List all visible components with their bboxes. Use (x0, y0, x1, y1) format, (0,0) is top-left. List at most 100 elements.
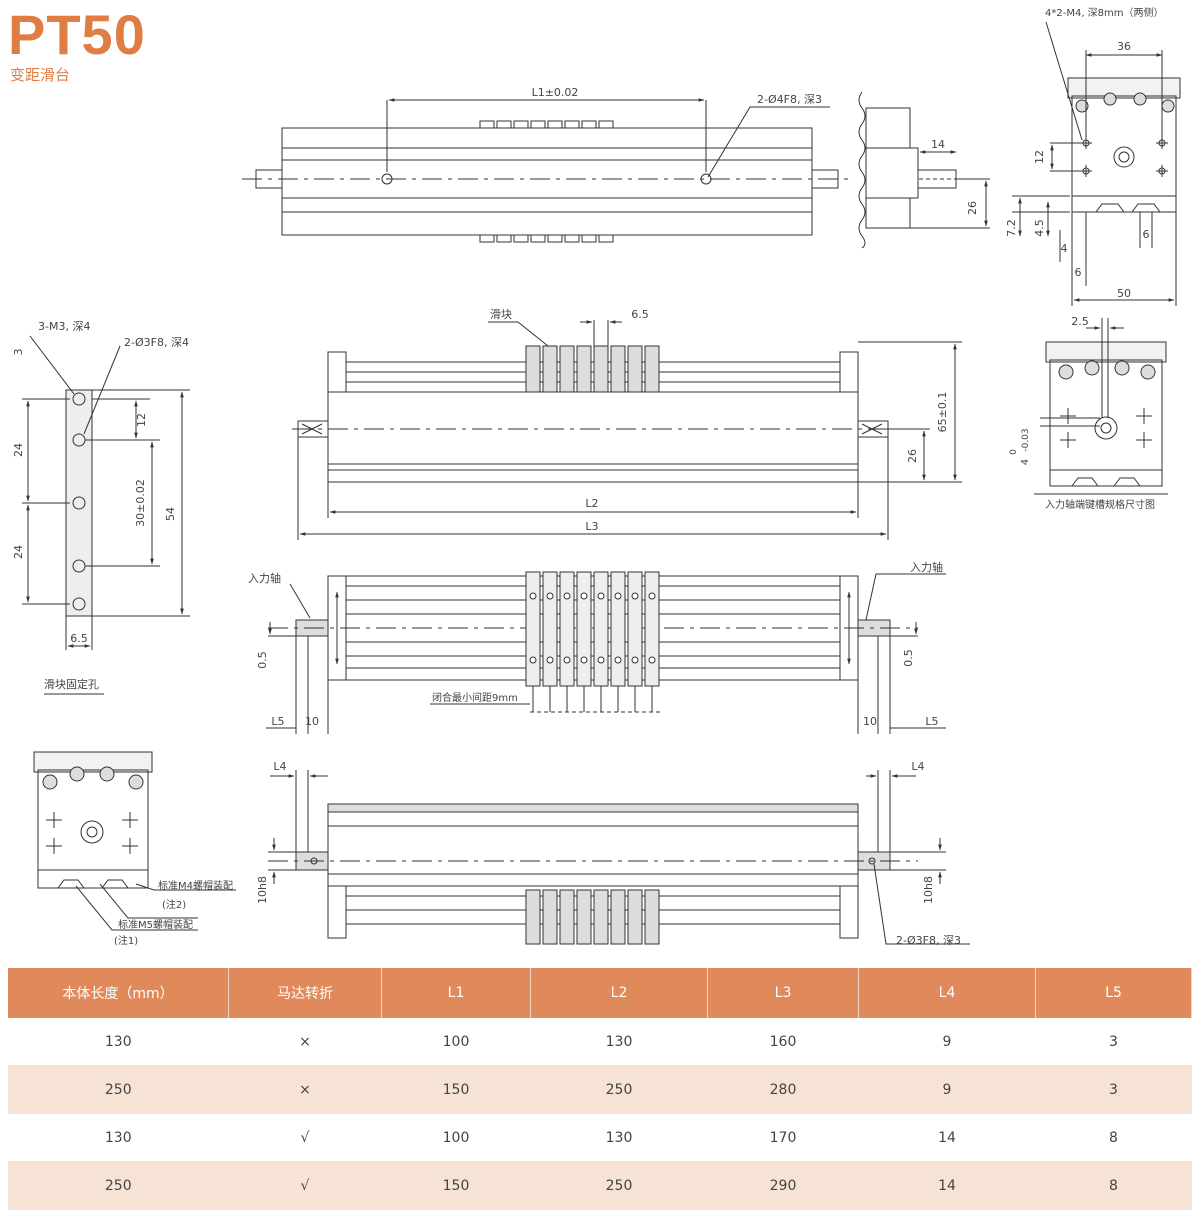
end-view-top-right (1012, 21, 1181, 306)
l4-left-text: L4 (273, 760, 286, 773)
h8-left-text: 10h8 (256, 876, 269, 904)
col-header-l3: L3 (707, 968, 859, 1018)
dim-14-text: 14 (931, 138, 945, 151)
front-view (292, 320, 962, 540)
col-header-l1: L1 (381, 968, 531, 1018)
l5-left-text: L5 (271, 715, 284, 728)
table-cell: 160 (707, 1018, 859, 1066)
end-view-bottom-left (33, 751, 236, 931)
keyway-end-view (1034, 318, 1168, 495)
table-cell: × (228, 1065, 382, 1114)
table-cell: 3 (1035, 1018, 1192, 1066)
table-cell: 290 (707, 1161, 859, 1210)
top-holes-text: 4*2-M4, 深8mm（两侧） (1045, 6, 1164, 19)
input-shaft-left-text: 入力轴 (248, 571, 281, 585)
note1-text: (注1) (114, 934, 138, 947)
dim-45-text: 4.5 (1033, 219, 1046, 237)
dim-65-slider-text: 6.5 (70, 632, 88, 645)
dim-36-text: 36 (1117, 40, 1131, 53)
pin-holes-slider-text: 2-Ø3F8, 深4 (124, 336, 189, 349)
ten-left-text: 10 (305, 715, 319, 728)
table-cell: 14 (858, 1161, 1036, 1210)
dim-26a-text: 26 (966, 201, 979, 215)
dim-65-01-text: 65±0.1 (936, 392, 949, 433)
dim-3-text: 3 (12, 349, 25, 356)
h8-right-text: 10h8 (922, 876, 935, 904)
pin-holes-top-text: 2-Ø4F8, 深3 (757, 93, 822, 106)
m4-holes-cross (1080, 137, 1168, 177)
l4-right-text: L4 (911, 760, 924, 773)
dim-72-text: 7.2 (1005, 219, 1018, 237)
table-cell: 130 (8, 1113, 229, 1162)
min-pitch-leaders (430, 686, 660, 713)
l3-dim-text: L3 (585, 520, 598, 533)
side-break-view (858, 91, 990, 249)
nut-m5-text: 标准M5螺帽装配 (118, 918, 193, 931)
table-cell: 9 (858, 1065, 1036, 1114)
table-row: 130 √ 100 130 170 14 8 (8, 1113, 1192, 1162)
table-cell: 250 (8, 1065, 229, 1114)
table-cell: 100 (381, 1018, 531, 1066)
m3-text: 3-M3, 深4 (38, 320, 90, 333)
note2-text: (注2) (162, 898, 186, 911)
l5-right-text: L5 (925, 715, 938, 728)
table-cell: 130 (530, 1113, 708, 1162)
col-header-motor-fold: 马达转折 (228, 968, 382, 1018)
dim-24a-text: 24 (12, 443, 25, 457)
dim-05-right-text: 0.5 (902, 649, 915, 667)
min-pitch-text: 闭合最小间距9mm (432, 691, 518, 704)
slider-holes-caption: 滑块固定孔 (44, 677, 99, 691)
pin-holes-bottom-text: 2-Ø3F8, 深3 (896, 934, 961, 947)
table-cell: 280 (707, 1065, 859, 1114)
slider-label-text: 滑块 (490, 308, 512, 321)
dim-6a-text: 6 (1075, 266, 1082, 279)
dim-24b-text: 24 (12, 545, 25, 559)
page-subtitle: 变距滑台 (10, 66, 71, 84)
plan-slider-holes (529, 592, 656, 664)
table-cell: 9 (858, 1018, 1036, 1066)
plan-sliders (525, 571, 660, 687)
top-view (242, 98, 852, 243)
dim-26b-text: 26 (906, 449, 919, 463)
table-cell: 8 (1035, 1113, 1192, 1162)
keyway-caption: 入力轴端键槽规格尺寸图 (1045, 498, 1155, 511)
table-row: 130 × 100 130 160 9 3 (8, 1018, 1192, 1066)
table-cell: 150 (381, 1065, 531, 1114)
dim-25-text: 2.5 (1071, 315, 1089, 328)
table-cell: 3 (1035, 1065, 1192, 1114)
col-header-l2: L2 (530, 968, 708, 1018)
dim-05-left-text: 0.5 (256, 651, 269, 669)
l2-dim-text: L2 (585, 497, 598, 510)
table-cell: 130 (530, 1018, 708, 1066)
key-dim-a-text: 0 (1009, 449, 1019, 455)
col-header-length: 本体长度（mm） (8, 968, 229, 1018)
key-dim-c-text: 4 (1020, 459, 1031, 465)
front-sliders (525, 345, 660, 393)
slider-holes-view (22, 335, 190, 695)
nut-m4-text: 标准M4螺帽装配 (158, 879, 233, 892)
plan-view (266, 571, 946, 734)
table-cell: 170 (707, 1113, 859, 1162)
col-header-l4: L4 (858, 968, 1036, 1018)
table-cell: 14 (858, 1113, 1036, 1162)
table-cell: 130 (8, 1018, 229, 1066)
ten-right-text: 10 (863, 715, 877, 728)
spec-table: 本体长度（mm） 马达转折 L1 L2 L3 L4 L5 130 × 100 1… (8, 968, 1192, 1210)
dim-6b-text: 6 (1143, 228, 1150, 241)
page-title: PT50 (8, 3, 146, 66)
table-cell: 8 (1035, 1161, 1192, 1210)
dim-12-slider-text: 12 (135, 413, 148, 427)
table-cell: 250 (530, 1161, 708, 1210)
dim-65-text: 6.5 (631, 308, 649, 321)
dim-54-text: 54 (164, 507, 177, 521)
table-cell: 150 (381, 1161, 531, 1210)
bottom-sliders (525, 889, 660, 945)
dim-30-text: 30±0.02 (134, 479, 147, 527)
technical-drawing: L1±0.02 2-Ø4F8, 深3 14 26 (12, 6, 1181, 947)
table-cell: √ (228, 1113, 382, 1162)
l1-dim-text: L1±0.02 (532, 86, 579, 99)
table-cell: 250 (530, 1065, 708, 1114)
dim-50-text: 50 (1117, 287, 1131, 300)
dim-12-side-text: 12 (1033, 150, 1046, 164)
table-cell: √ (228, 1161, 382, 1210)
